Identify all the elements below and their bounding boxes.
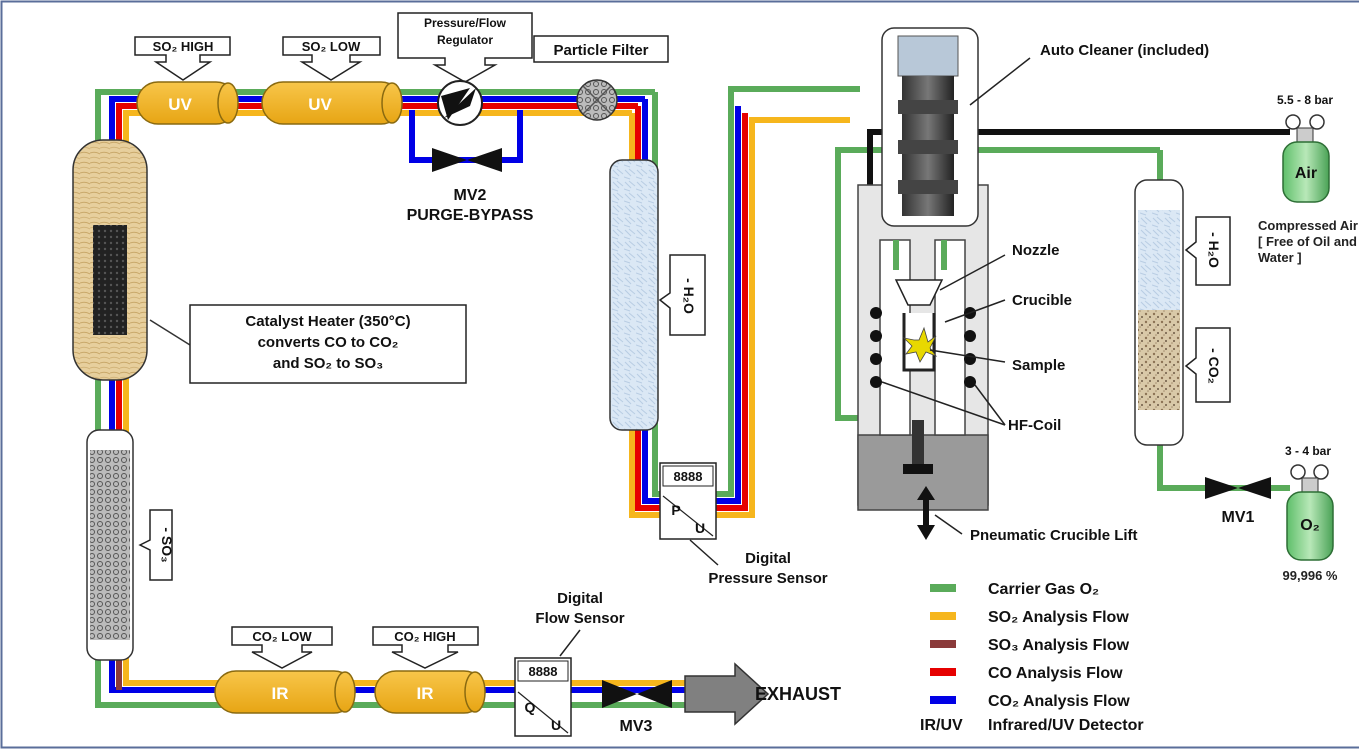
legend-label-0: Carrier Gas O₂ [988, 581, 1099, 598]
uv-detector-1: UV [136, 81, 239, 125]
legend-abbr-key: IR/UV [920, 717, 963, 734]
co2-low-callout: CO₂ LOW [231, 626, 333, 669]
o2-label: O₂ [1300, 517, 1320, 534]
mv2-label-2: PURGE-BYPASS [407, 207, 534, 224]
flow-label-2: Flow Sensor [535, 610, 624, 627]
so3-trap [86, 429, 134, 661]
uv-detector-2: UV [261, 81, 403, 125]
digital-flow-sensor: 8888 Q U [514, 657, 572, 737]
digital-pressure-sensor: 8888 P U [659, 462, 717, 540]
h2o-label-right: - H₂O [1206, 232, 1222, 268]
compressed-air-3: Water ] [1258, 250, 1302, 265]
legend-swatch-4 [930, 696, 956, 704]
auto-cleaner [881, 27, 979, 227]
air-bottle: Air [1282, 114, 1330, 203]
so2-low-label: SO₂ LOW [302, 39, 361, 54]
sample-label: Sample [1012, 357, 1065, 374]
blue-loop [109, 96, 690, 693]
flow-label-1: Digital [557, 590, 603, 607]
legend-label-2: SO₃ Analysis Flow [988, 637, 1130, 654]
exhaust-arrow [684, 662, 770, 726]
co2-arrow [1184, 327, 1231, 403]
compressed-air-1: Compressed Air [1258, 218, 1358, 233]
furnace [857, 184, 989, 540]
mv3-valve: MV3 [602, 680, 672, 735]
regulator-label-1: Pressure/Flow [424, 16, 507, 30]
exhaust-label: EXHAUST [755, 684, 841, 704]
pressure-p: P [671, 502, 680, 518]
mv2-valve: MV2 PURGE-BYPASS [407, 148, 534, 224]
mv2-label-1: MV2 [454, 187, 487, 204]
legend-swatch-3 [930, 668, 956, 676]
catalyst-heater [72, 139, 148, 381]
so3-arrow [138, 509, 173, 581]
flow-display: 8888 [529, 664, 558, 679]
particle-filter: Particle Filter [533, 35, 669, 121]
legend-label-1: SO₂ Analysis Flow [988, 609, 1129, 626]
crucible-lift-label: Pneumatic Crucible Lift [970, 527, 1138, 544]
so3-label: - SO₃ [159, 527, 175, 562]
regulator-label-2: Regulator [437, 33, 493, 47]
legend-swatch-0 [930, 584, 956, 592]
auto-cleaner-label: Auto Cleaner (included) [1040, 42, 1209, 59]
pressure-label-2: Pressure Sensor [708, 570, 827, 587]
ir1-label: IR [272, 684, 289, 703]
compressed-air-2: [ Free of Oil and [1258, 234, 1357, 249]
air-label: Air [1295, 165, 1317, 182]
h2o-trap-middle [609, 159, 659, 431]
particle-filter-label: Particle Filter [553, 42, 648, 59]
uv2-label: UV [308, 95, 332, 114]
o2-bottle: O₂ [1286, 464, 1334, 561]
ir-detector-1: IR [214, 670, 356, 714]
h2o-arrow-middle [658, 254, 706, 336]
so2-low-callout: SO₂ LOW [282, 36, 381, 81]
co2-trap-label: - CO₂ [1206, 348, 1222, 384]
catalyst-label-1: Catalyst Heater (350°C) [245, 313, 410, 330]
h2o-label-middle: - H₂O [681, 278, 697, 314]
catalyst-label-2: converts CO to CO₂ [258, 334, 399, 351]
mv3-label: MV3 [620, 718, 653, 735]
so2-high-callout: SO₂ HIGH [134, 36, 231, 81]
pressure-display: 8888 [674, 469, 703, 484]
legend-label-4: CO₂ Analysis Flow [988, 693, 1130, 710]
catalyst-label-3: and SO₂ to SO₃ [273, 355, 383, 372]
pressure-label-1: Digital [745, 550, 791, 567]
crucible-label: Crucible [1012, 292, 1072, 309]
flow-q: Q [525, 699, 536, 715]
o2-pressure: 3 - 4 bar [1285, 444, 1331, 458]
so2-high-label: SO₂ HIGH [153, 39, 214, 54]
co2-high-label: CO₂ HIGH [394, 629, 455, 644]
flow-u: U [551, 717, 561, 733]
co2-low-label: CO₂ LOW [252, 629, 312, 644]
pressure-flow-regulator: Pressure/Flow Regulator [397, 12, 533, 126]
mv1-valve: MV1 [1205, 477, 1271, 526]
ir-detector-2: IR [374, 670, 486, 714]
white-gap [103, 97, 655, 698]
h2o-arrow-right [1184, 216, 1231, 286]
pressure-u: U [695, 520, 705, 536]
o2-purity: 99,996 % [1283, 568, 1338, 583]
hf-coil-label: HF-Coil [1008, 417, 1061, 434]
legend-swatch-2 [930, 640, 956, 648]
legend-abbr-label: Infrared/UV Detector [988, 717, 1144, 734]
legend-swatch-1 [930, 612, 956, 620]
mv1-label: MV1 [1222, 509, 1255, 526]
co2-high-callout: CO₂ HIGH [372, 626, 479, 669]
h2o-co2-trap [1134, 179, 1184, 446]
uv1-label: UV [168, 95, 192, 114]
legend-label-3: CO Analysis Flow [988, 665, 1123, 682]
air-pressure: 5.5 - 8 bar [1277, 93, 1333, 107]
ir2-label: IR [417, 684, 434, 703]
nozzle-label: Nozzle [1012, 242, 1060, 259]
